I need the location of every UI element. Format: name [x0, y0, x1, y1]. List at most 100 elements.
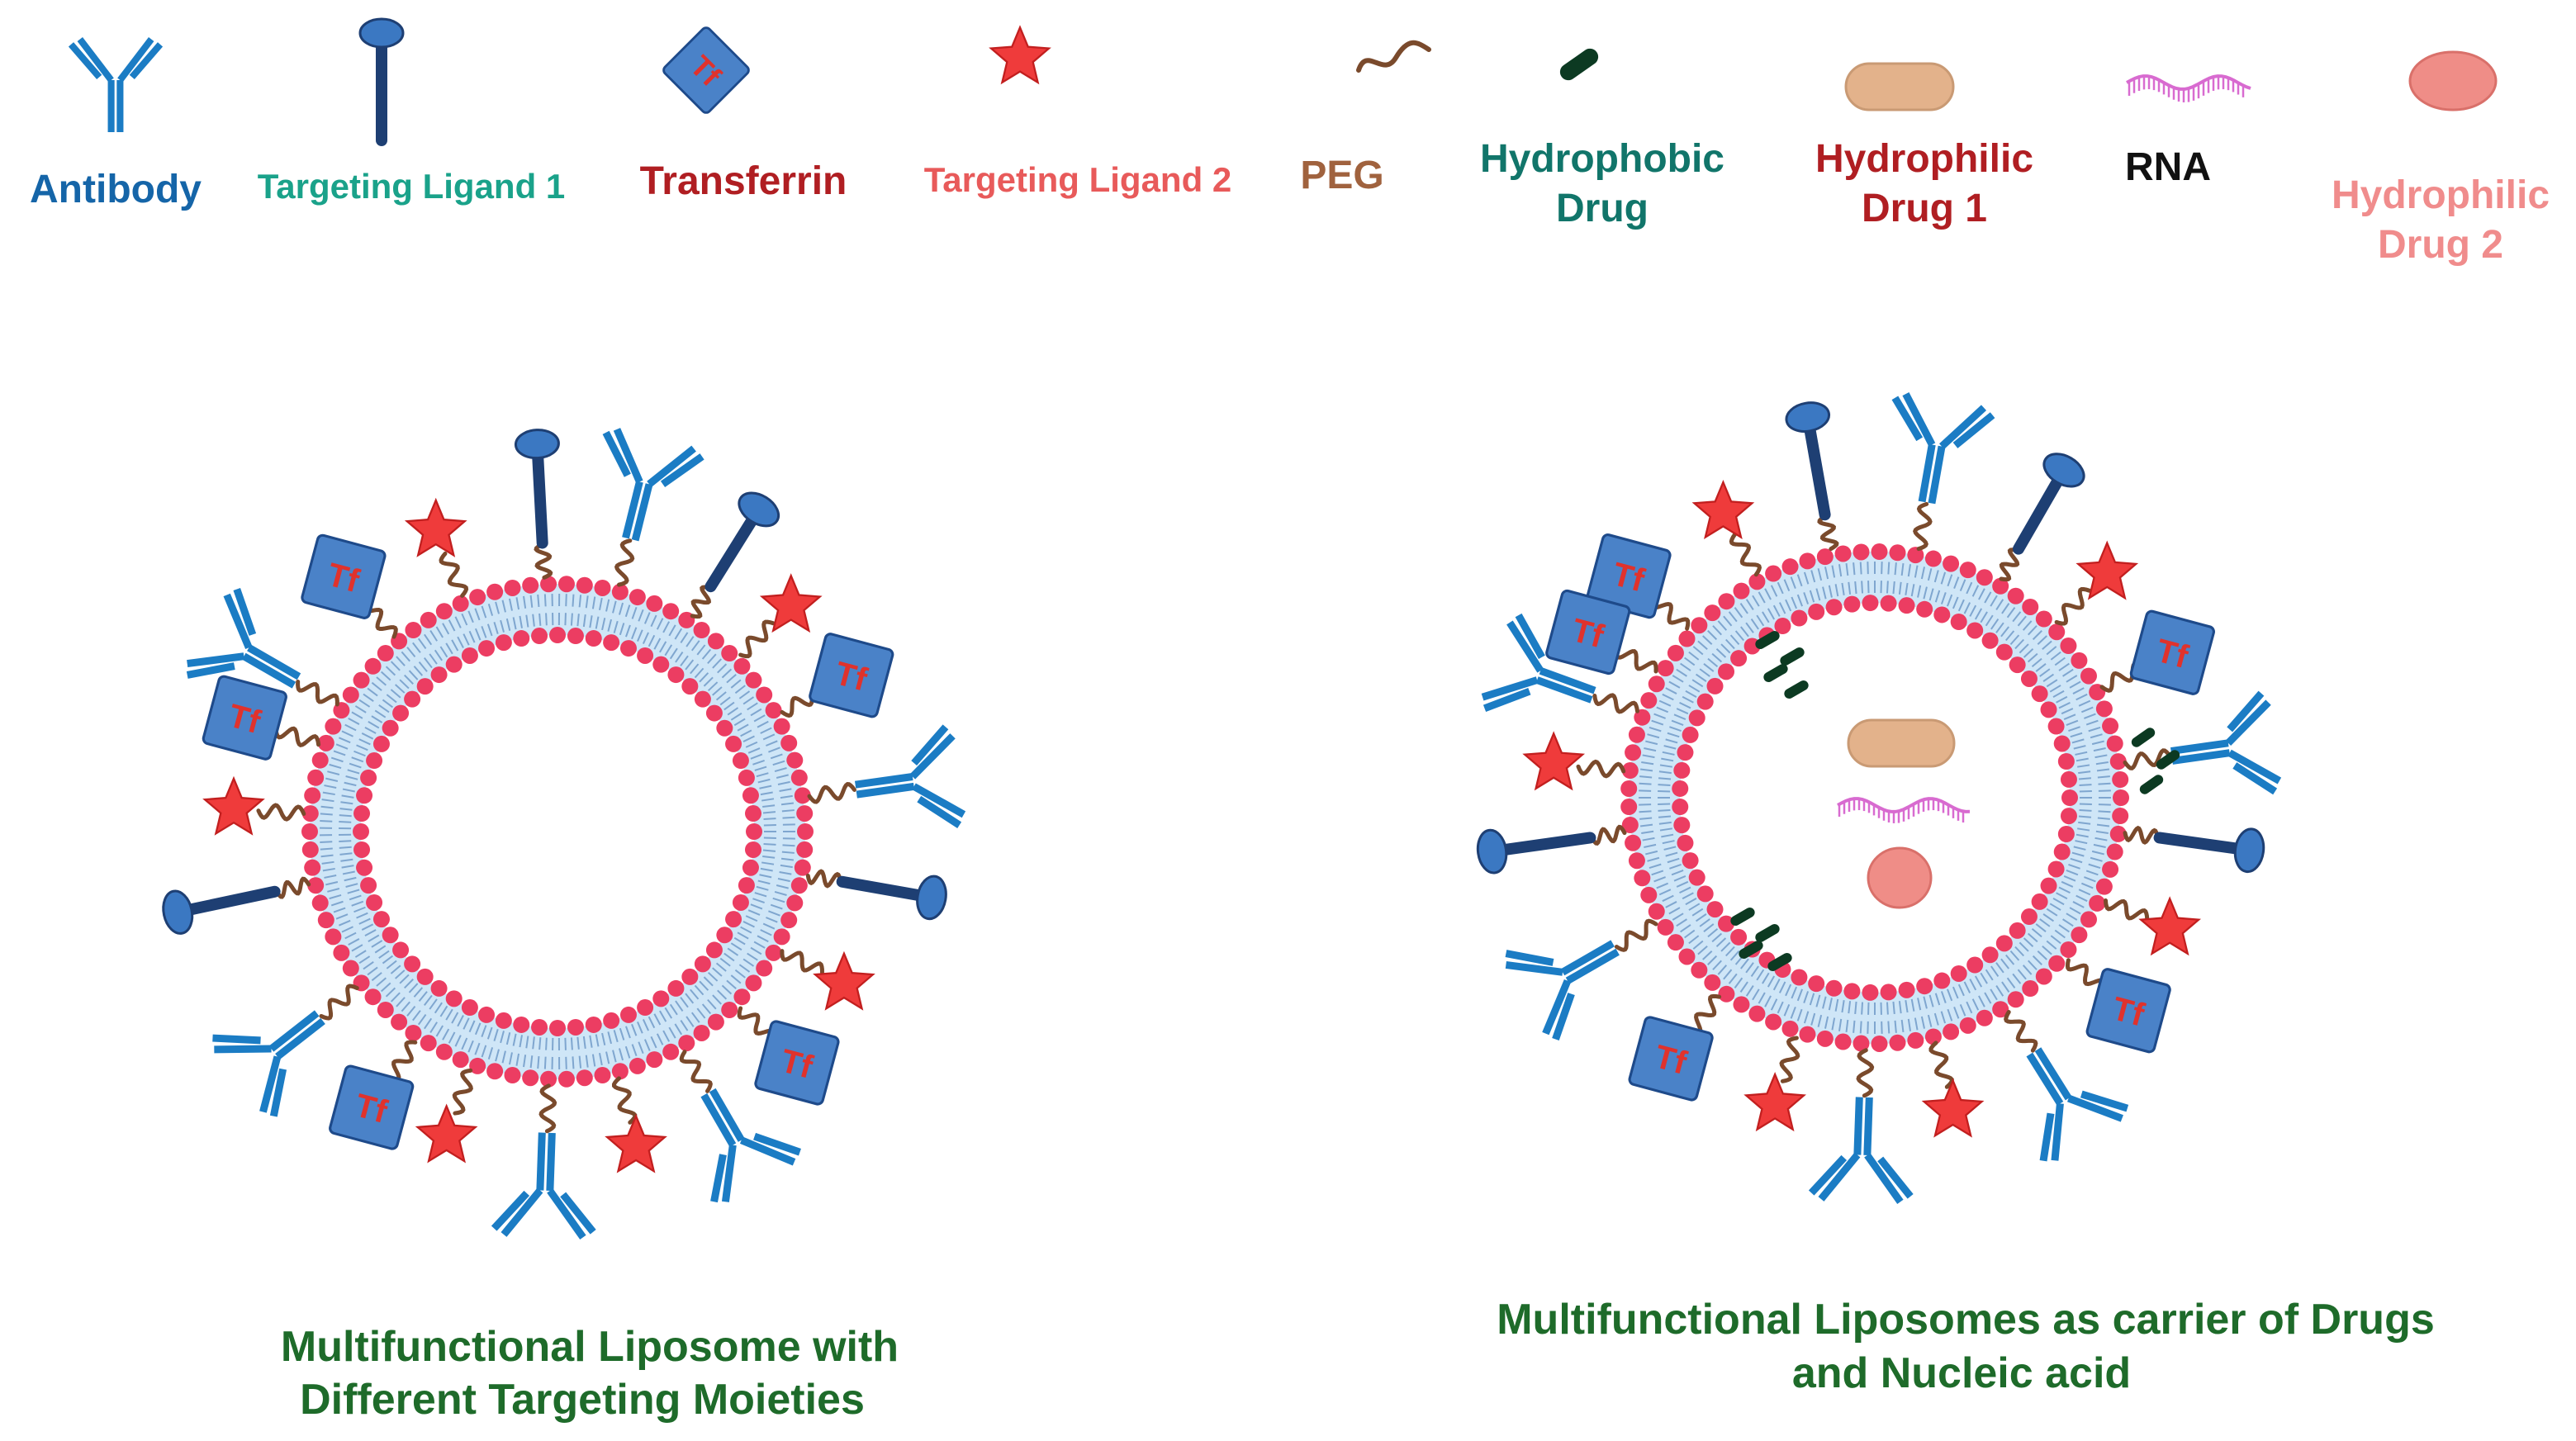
ligand1-ligand	[1999, 453, 2085, 582]
caption-right-line-1: Multifunctional Liposomes as carrier of …	[1497, 1296, 2435, 1344]
legend-item-targeting-ligand-1: Targeting Ligand 1	[258, 17, 566, 206]
antibody-icon	[186, 588, 301, 689]
transferrin-box: Tf	[329, 1064, 415, 1150]
star-icon	[1921, 1078, 1985, 1138]
star-ligand	[2054, 540, 2139, 626]
star-ligand	[738, 573, 823, 659]
star-ligand	[605, 1076, 667, 1173]
star-ligand	[1743, 1036, 1806, 1132]
targeting-ligand-1-icon	[162, 885, 281, 935]
star-ligand	[1921, 1040, 1985, 1138]
transferrin-icon: Tf	[2129, 609, 2215, 695]
antibody-ligand	[2123, 690, 2282, 795]
antibody-icon	[854, 724, 966, 828]
transferrin-icon: Tf	[809, 633, 894, 718]
targeting-ligand-1-icon	[514, 429, 560, 549]
star-ligand	[1522, 731, 1626, 791]
star-icon	[605, 1113, 667, 1173]
antibody-icon	[1505, 940, 1620, 1040]
targeting-ligand-1-icon	[1476, 828, 1596, 875]
star-icon	[1522, 731, 1586, 791]
targeting-ligand-1-icon	[1785, 401, 1831, 521]
encapsulated-cargo	[1730, 631, 2180, 971]
targeting-ligand-1-icon	[358, 17, 405, 146]
star-icon	[1743, 1072, 1806, 1132]
star-ligand	[415, 1068, 478, 1164]
legend-label: Targeting Ligand 1	[258, 167, 566, 206]
hydrophilic-drug-1-icon	[1847, 718, 1956, 768]
star-ligand	[780, 949, 875, 1011]
transferrin-box: Tf	[662, 26, 750, 114]
star-icon	[813, 950, 875, 1011]
hydrophobic-drug-icon	[2156, 750, 2180, 770]
rna-icon	[1837, 797, 1971, 823]
transferrin-box: Tf	[2129, 609, 2215, 695]
transferrin-box: Tf	[754, 1020, 840, 1106]
tf-ligand: Tf	[1586, 533, 1691, 631]
legend-label: Drug	[1556, 187, 1649, 230]
legend-item-rna: RNA	[2125, 74, 2251, 189]
hydrophobic-drug-icon	[1559, 48, 1599, 81]
transferrin-icon: Tf	[754, 1020, 840, 1106]
hydrophilic-drug-1-icon	[1844, 62, 1955, 111]
antibody-ligand	[602, 428, 704, 587]
targeting-ligand-1-icon	[704, 491, 780, 593]
tf-ligand: Tf	[737, 1006, 840, 1106]
antibody-icon	[212, 1010, 325, 1117]
transferrin-box: Tf	[301, 533, 387, 619]
tf-ligand: Tf	[1545, 589, 1658, 675]
star-icon	[415, 1103, 478, 1164]
legend-item-targeting-ligand-2: Targeting Ligand 2	[924, 25, 1232, 199]
star-icon	[989, 25, 1051, 85]
antibody-icon	[2170, 690, 2282, 795]
tf-ligand: Tf	[780, 633, 894, 718]
legend-label: Hydrophilic	[1815, 137, 2033, 181]
antibody-icon	[2026, 1047, 2129, 1162]
liposome-bilayer	[1620, 543, 2129, 1052]
caption-right-line-2: and Nucleic acid	[1792, 1349, 2131, 1397]
legend-label: Drug 1	[1862, 187, 1987, 230]
star-ligand	[202, 775, 306, 836]
antibody-ligand	[679, 1050, 801, 1203]
tf-ligand: Tf	[301, 533, 398, 639]
star-ligand	[2104, 896, 2202, 956]
antibody-icon	[68, 37, 164, 132]
legend-label: Targeting Ligand 2	[924, 160, 1232, 199]
antibody-ligand	[807, 724, 966, 828]
hydrophobic-drug-icon	[2139, 775, 2164, 794]
star-icon	[404, 497, 467, 557]
transferrin-icon: Tf	[662, 26, 750, 114]
hydrophobic-drug-icon	[1755, 924, 1780, 942]
ligand1-ligand	[690, 491, 780, 619]
hydrophobic-drug-icon	[1730, 908, 1755, 926]
legend-label: Hydrophilic	[2332, 173, 2550, 217]
ligand1-ligand	[162, 876, 311, 935]
star-icon	[1691, 479, 1755, 539]
caption-left-line-1: Multifunctional Liposome with	[281, 1323, 899, 1371]
transferrin-box: Tf	[1545, 589, 1631, 675]
transferrin-box: Tf	[1628, 1016, 1714, 1102]
transferrin-icon: Tf	[1628, 1016, 1714, 1102]
ligand1-ligand	[2123, 825, 2265, 874]
targeting-ligand-1-icon	[836, 875, 947, 921]
antibody-ligand	[1481, 613, 1639, 714]
antibody-icon	[491, 1132, 596, 1240]
hydrophilic-drug-2-icon	[2408, 50, 2498, 111]
ligand1-ligand	[1476, 824, 1627, 875]
transferrin-icon: Tf	[301, 533, 387, 619]
antibody-icon	[1891, 391, 1995, 505]
transferrin-box: Tf	[202, 675, 287, 761]
peg-icon	[1356, 40, 1431, 73]
tf-ligand: Tf	[202, 675, 321, 761]
ligand1-ligand	[514, 429, 560, 580]
antibody-icon	[700, 1088, 801, 1203]
legend-label: PEG	[1300, 154, 1383, 197]
caption-left-line-2: Different Targeting Moieties	[300, 1376, 865, 1424]
ligand1-ligand	[805, 869, 947, 921]
